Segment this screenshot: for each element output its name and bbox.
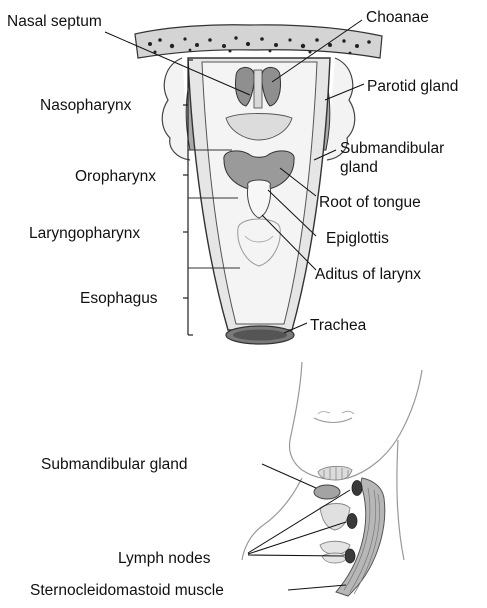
- sternocleidomastoid-muscle: [336, 478, 385, 596]
- mouth-lip-right: [342, 411, 354, 414]
- pharynx-illustration: Nasal septum Choanae Parotid gland Nasop…: [7, 9, 458, 344]
- label-epiglottis: Epiglottis: [326, 230, 389, 247]
- label-aditus-of-larynx: Aditus of larynx: [315, 266, 421, 283]
- label-oropharynx: Oropharynx: [75, 168, 156, 185]
- lymph-node-1: [352, 481, 362, 496]
- lymph-node-3: [345, 549, 355, 563]
- face-outline: [290, 362, 423, 480]
- neck-left-outline: [262, 478, 302, 526]
- lymph-node-2: [347, 514, 357, 529]
- label-nasopharynx: Nasopharynx: [40, 97, 132, 114]
- mouth: [314, 418, 352, 423]
- label-submandibular-line2: gland: [340, 159, 378, 176]
- label-laryngopharynx: Laryngopharynx: [29, 225, 140, 242]
- label-lymph-nodes: Lymph nodes: [118, 550, 211, 567]
- label-parotid-gland: Parotid gland: [367, 78, 458, 95]
- neck-right-outline: [397, 440, 404, 560]
- trachea-lumen: [233, 330, 287, 341]
- label-submandibular-gland: Submandibular gland: [41, 456, 188, 473]
- mouth-lip: [318, 412, 330, 414]
- label-esophagus: Esophagus: [80, 290, 158, 307]
- label-root-of-tongue: Root of tongue: [319, 194, 421, 211]
- submandibular-gland: [314, 485, 340, 499]
- neck-illustration: Submandibular gland Lymph nodes Sternocl…: [30, 362, 422, 599]
- label-submandibular-line1: Submandibular: [340, 140, 444, 157]
- label-nasal-septum: Nasal septum: [7, 13, 102, 30]
- label-choanae: Choanae: [366, 9, 429, 26]
- label-trachea: Trachea: [310, 317, 367, 334]
- label-sternocleidomastoid-muscle: Sternocleidomastoid muscle: [30, 582, 224, 599]
- nasal-septum-shape: [254, 70, 262, 108]
